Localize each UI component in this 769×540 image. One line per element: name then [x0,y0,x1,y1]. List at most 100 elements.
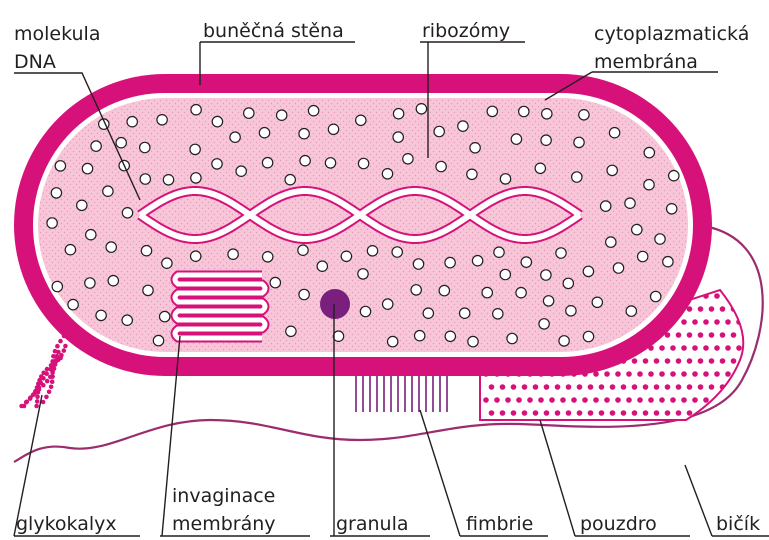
ribosome [559,336,569,346]
glycocalyx-chains [19,334,67,409]
ribosome [541,270,551,280]
capsule-dot [731,332,737,338]
ribosome [613,263,623,273]
glycocalyx-bead [63,344,68,349]
capsule-dot [676,332,682,338]
glycocalyx-bead [45,367,50,372]
capsule-dot [637,397,643,403]
capsule-dot [511,384,517,390]
capsule-dot [643,358,649,364]
capsule-dot [632,410,638,416]
ribosome [103,186,113,196]
ribosome [393,132,403,142]
capsule-dot [522,384,528,390]
capsule-dot [489,410,495,416]
ribosome [507,333,517,343]
capsule-dot [610,410,616,416]
capsule-dot [736,397,742,403]
fimbriae [356,370,447,412]
ribosome [141,246,151,256]
ribosome [663,257,673,267]
label-ribosomes: ribozómy [422,20,510,42]
ribosome [299,129,309,139]
capsule-dot [538,397,544,403]
ribosome [493,309,503,319]
capsule-dot [659,345,665,351]
capsule-dot [725,345,731,351]
ribosome [360,306,370,316]
ribosome [542,109,552,119]
capsule-dot [571,397,577,403]
capsule-dot [687,332,693,338]
capsule-dot [681,319,687,325]
ribosome [403,154,413,164]
capsule-dot [610,384,616,390]
ribosome [494,247,504,257]
capsule-dot [654,410,660,416]
ribosome [259,128,269,138]
ribosome [644,147,654,157]
glycocalyx-bead [34,404,39,409]
ribosome [127,117,137,127]
label-membrane-line2: membrána [594,51,698,73]
capsule-dot [566,384,572,390]
capsule-dot [643,384,649,390]
capsule-dot [632,384,638,390]
ribosome [140,174,150,184]
capsule-dot [698,332,704,338]
capsule-dot [736,371,742,377]
label-glycocalyx: glykokalyx [16,513,117,535]
ribosome [341,251,351,261]
ribosome [85,278,95,288]
capsule-dot [698,384,704,390]
capsule-dot [527,397,533,403]
capsule-dot [709,384,715,390]
ribosome [436,161,446,171]
ribosome [467,169,477,179]
ribosome [516,288,526,298]
label-fimbriae: fimbrie [466,513,533,535]
ribosome [423,308,433,318]
capsule-dot [687,358,693,364]
ribosome [543,296,553,306]
capsule-dot [742,306,748,312]
ribosome [470,143,480,153]
ribosome [583,266,593,276]
ribosome [285,175,295,185]
ribosome [122,315,132,325]
capsule-dot [709,358,715,364]
capsule-dot [670,345,676,351]
ribosome [163,175,173,185]
ribosome [367,246,377,256]
capsule-dot [676,358,682,364]
ribosome [212,116,222,126]
glycocalyx-bead [58,339,63,344]
capsule-dot [626,397,632,403]
ribosome [328,124,338,134]
ribosome [482,287,492,297]
capsule-dot [500,410,506,416]
capsule-dot [489,384,495,390]
ribosome [317,261,327,271]
ribosome [55,161,65,171]
capsule-dot [511,410,517,416]
ribosome [228,249,238,259]
capsule-dot [720,358,726,364]
capsule-dot [720,306,726,312]
label-dna-molecule-line1: molekula [14,23,100,45]
capsule-dot [599,384,605,390]
ribosome [236,166,246,176]
glycocalyx-bead [24,400,29,405]
ribosome [140,142,150,152]
capsule-dot [643,410,649,416]
capsule-dot [577,410,583,416]
capsule-dot [714,371,720,377]
ribosome [230,132,240,142]
ribosome [500,174,510,184]
glycocalyx-bead [56,350,61,355]
label-invagination-line1: invaginace [172,485,275,507]
capsule-dot [681,345,687,351]
capsule-dot [533,410,539,416]
capsule-dot [665,358,671,364]
ribosome [191,251,201,261]
